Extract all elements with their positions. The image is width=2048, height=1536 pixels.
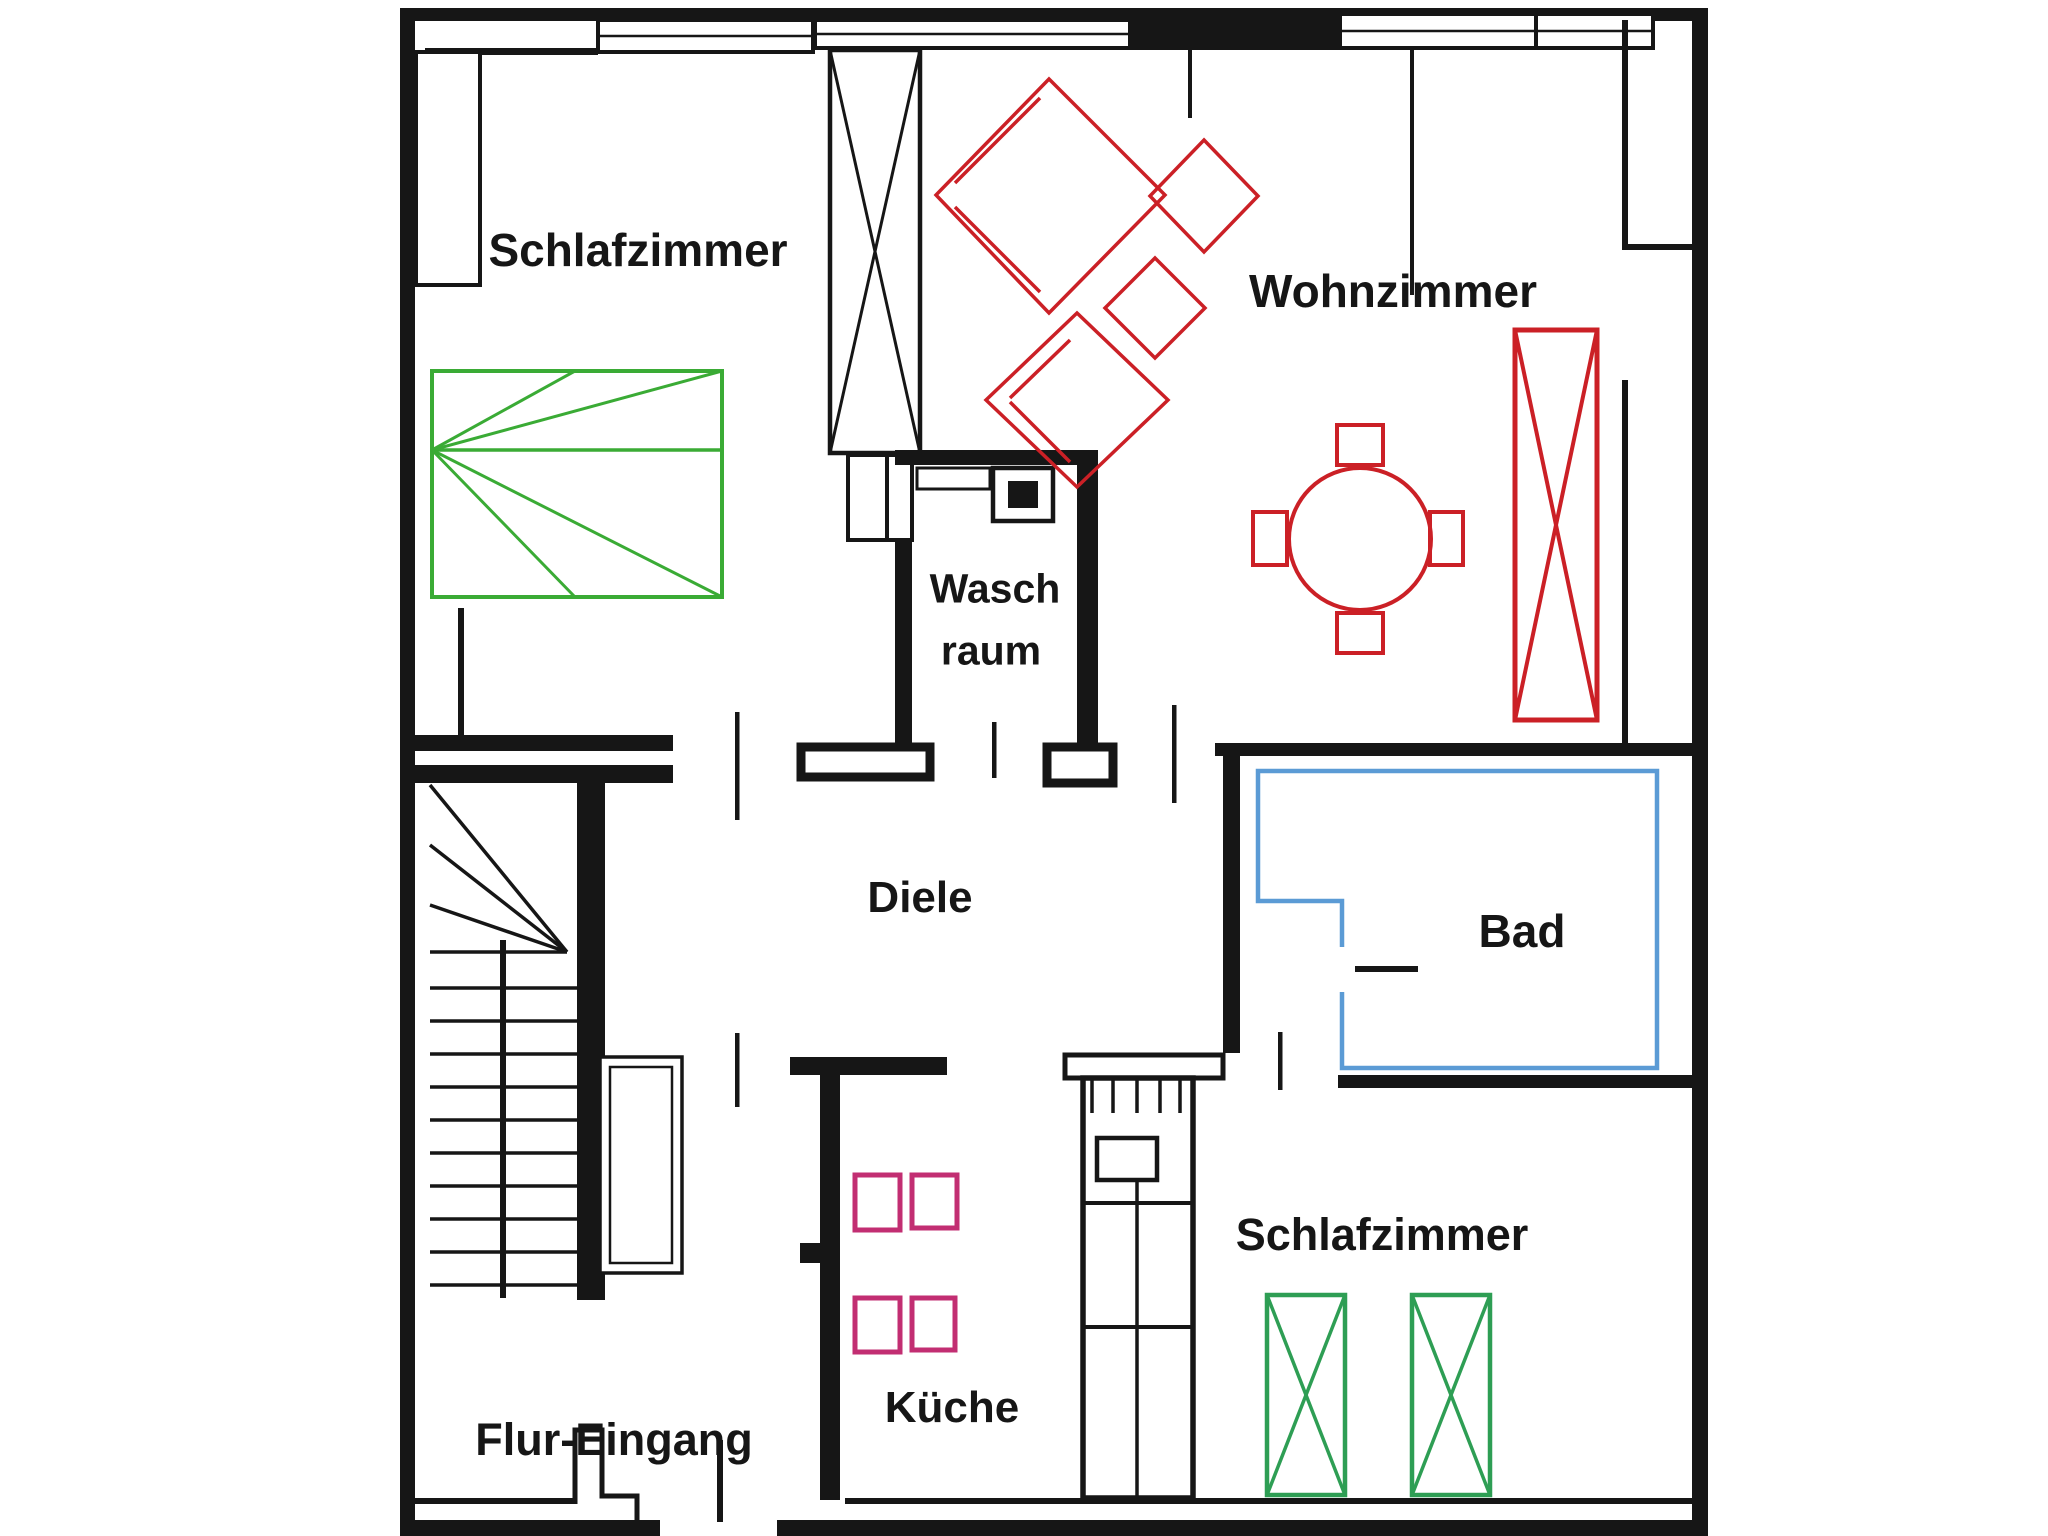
bedroom-top-walls xyxy=(404,48,673,751)
waschraum-top-wall xyxy=(895,450,1098,465)
wall-footing xyxy=(796,742,935,782)
kitchen-chair-icon xyxy=(909,1172,960,1231)
waschraum-walls xyxy=(796,450,1118,788)
crossed-column-icon xyxy=(827,47,923,456)
ottoman-icon xyxy=(1102,255,1208,361)
bath-left-wall xyxy=(1223,756,1240,1053)
room-label-bad: Bad xyxy=(1478,905,1566,957)
windows xyxy=(596,12,1692,743)
room-label-schlafzimmer-top: Schlafzimmer xyxy=(488,224,788,276)
sofa-group-icon xyxy=(933,76,1261,490)
wall-top-solid-section xyxy=(1130,18,1340,50)
wall-left xyxy=(400,8,415,1536)
sofa-backrest xyxy=(953,96,1042,294)
bath-outline xyxy=(1255,768,1660,1071)
sofa-icon xyxy=(983,310,1171,490)
shelf-icon xyxy=(915,466,992,491)
bath-bottom-wall xyxy=(1338,1075,1692,1088)
inner-wall-line xyxy=(845,1498,1692,1504)
partition-line xyxy=(1188,50,1192,118)
stair-rail xyxy=(598,1055,684,1275)
bed-icon xyxy=(430,369,724,599)
kitchen-t-wall xyxy=(790,1057,947,1075)
door-tick xyxy=(992,722,997,778)
wardrobe-living-icon xyxy=(1512,327,1600,723)
kitchen-door-notch xyxy=(800,1243,820,1263)
stair-rail-inner xyxy=(608,1065,674,1265)
winder-line xyxy=(428,843,569,954)
waschraum-right-wall xyxy=(1077,460,1098,747)
ottoman-icon xyxy=(1147,137,1261,255)
window-channel-line xyxy=(1622,20,1628,250)
sink-icon xyxy=(1094,1135,1160,1183)
kitchen-walls xyxy=(790,1057,947,1500)
room-label-waschraum-line1: Wasch xyxy=(929,565,1061,612)
dining-table-icon xyxy=(1287,466,1433,612)
kitchen-stem-wall xyxy=(820,1075,840,1500)
winder-line xyxy=(429,903,568,954)
chair-icon xyxy=(1428,510,1465,567)
kitchen-block-body xyxy=(1080,1075,1196,1501)
room-label-waschraum-line2: raum xyxy=(940,627,1042,674)
left-window-niche xyxy=(414,50,482,287)
door-jamb xyxy=(846,453,889,542)
entry-zone xyxy=(408,1427,1692,1522)
bedroom-bottom-wall xyxy=(404,735,673,751)
entry-opening xyxy=(660,1518,777,1536)
partition-line xyxy=(1410,50,1414,295)
winder-line xyxy=(428,783,569,954)
dining-set-icon xyxy=(1251,423,1465,655)
room-label-kueche: Küche xyxy=(884,1383,1020,1432)
sofa-backrest xyxy=(1008,338,1072,464)
door-jamb xyxy=(885,453,914,542)
wardrobe-icon xyxy=(1409,1292,1493,1498)
kitchen-chairs xyxy=(852,1172,960,1355)
room-label-flur-eingang: Flur-Eingang xyxy=(475,1414,753,1465)
kitchen-chair-icon xyxy=(852,1295,903,1355)
left-lower-niche-line xyxy=(458,608,464,740)
wall-right xyxy=(1692,8,1708,1536)
inner-top-wall xyxy=(425,48,598,55)
door-tick xyxy=(735,1033,740,1107)
window-channel-cap xyxy=(1622,244,1692,250)
kitchen-block-cap xyxy=(1062,1052,1226,1081)
washing-machine-icon xyxy=(990,465,1056,524)
staircase-icon xyxy=(414,765,684,1300)
door-ticks xyxy=(735,705,1283,1107)
wall-footing xyxy=(1042,742,1118,788)
chair-icon xyxy=(1335,423,1385,467)
door-tick xyxy=(735,712,740,820)
entry-door-leaf xyxy=(717,1440,723,1522)
kitchen-chair-icon xyxy=(909,1295,958,1353)
duct-wall-line xyxy=(1622,380,1628,743)
waschraum-left-wall xyxy=(895,540,912,747)
wall-bottom xyxy=(400,1520,1708,1536)
door-tick xyxy=(1278,1032,1283,1090)
bath-door-leaf xyxy=(1355,966,1418,972)
washing-machine-drum xyxy=(1008,481,1038,508)
room-label-wohnzimmer: Wohnzimmer xyxy=(1249,265,1537,317)
sofa-icon xyxy=(933,76,1168,316)
chair-icon xyxy=(1251,510,1289,567)
entry-jamb xyxy=(572,1427,640,1520)
stair-top-wall xyxy=(414,765,673,783)
wardrobe-icon xyxy=(1264,1292,1348,1498)
inner-wall-line xyxy=(408,1498,575,1504)
bath-top-wall xyxy=(1215,743,1692,756)
kitchen-block-icon xyxy=(1062,1052,1226,1501)
room-label-schlafzimmer-bottom: Schlafzimmer xyxy=(1235,1209,1529,1260)
room-label-diele: Diele xyxy=(867,873,973,922)
chair-icon xyxy=(1335,611,1385,655)
bath-walls xyxy=(1215,743,1692,1088)
kitchen-chair-icon xyxy=(852,1172,903,1233)
door-tick xyxy=(1172,705,1177,803)
wardrobes-bedroom xyxy=(1264,1292,1493,1498)
